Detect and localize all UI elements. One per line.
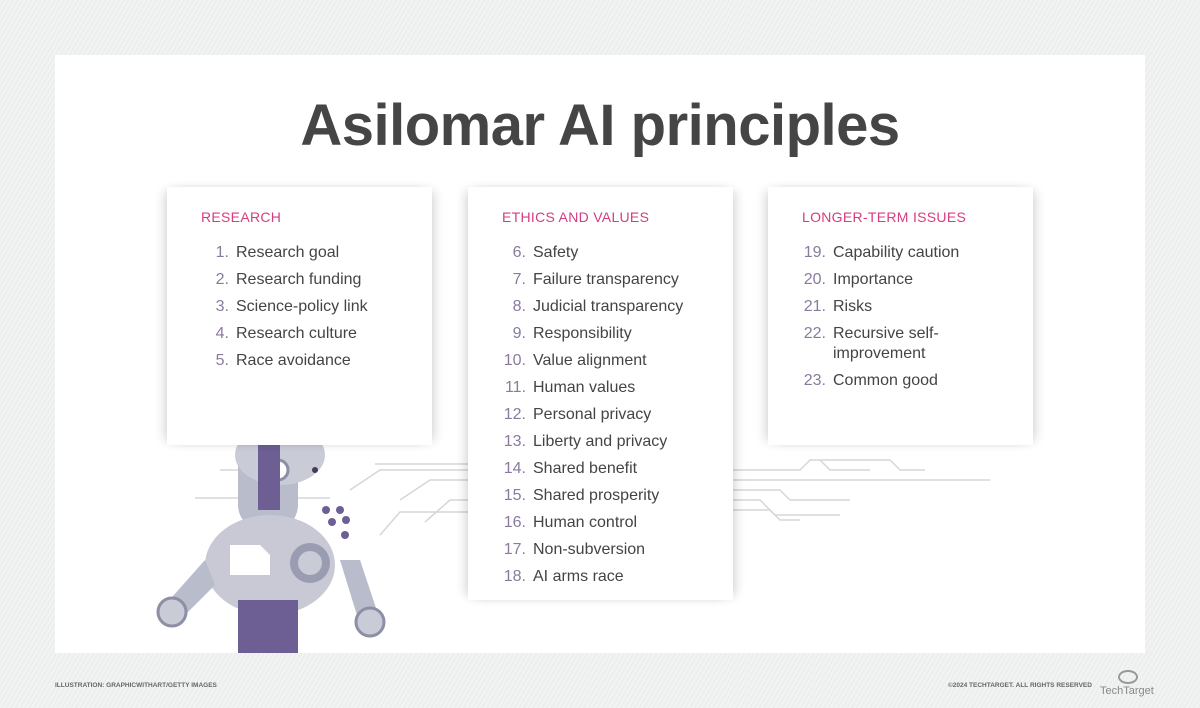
principle-text: Safety — [533, 243, 579, 261]
principle-number: 19. — [803, 244, 826, 261]
column-heading: RESEARCH — [201, 209, 282, 225]
robot — [156, 425, 386, 653]
principle-text: Risks — [833, 297, 873, 315]
principle-text: Capability caution — [833, 243, 960, 261]
techtarget-logo: TechTarget — [1100, 670, 1154, 697]
principle-number: 9. — [512, 325, 526, 342]
principle-item: 13. Liberty and privacy — [502, 428, 733, 455]
copyright: ©2024 TECHTARGET. ALL RIGHTS RESERVED — [948, 682, 1092, 689]
principle-item: 3. Science-policy link — [207, 293, 432, 320]
principle-number: 7. — [512, 271, 526, 288]
principle-number: 2. — [215, 271, 229, 288]
principle-item: 17. Non-subversion — [502, 536, 733, 563]
principle-text: Research culture — [236, 324, 357, 342]
principle-number: 20. — [803, 271, 826, 288]
principle-item: 16. Human control — [502, 509, 733, 536]
principle-list: 19. Capability caution 20. Importance 21. Ris… — [768, 239, 1033, 394]
principle-number: 21. — [803, 298, 826, 315]
principle-item: 22. Recursive self-improvement — [802, 320, 1033, 367]
principle-item: 1. Research goal — [207, 239, 432, 266]
principle-item: 23. Common good — [802, 367, 1033, 394]
page-title: Asilomar AI principles — [300, 93, 900, 158]
principle-number: 1. — [215, 244, 229, 261]
principle-number: 18. — [503, 568, 526, 585]
principle-text: Science-policy link — [236, 297, 368, 315]
principle-text: Personal privacy — [533, 405, 652, 423]
principle-text: Common good — [833, 371, 938, 389]
principle-number: 23. — [803, 372, 826, 389]
principle-text: Shared benefit — [533, 459, 638, 477]
circuit-lines-right — [732, 459, 990, 521]
principle-number: 14. — [503, 460, 526, 477]
principle-text: Research funding — [236, 270, 362, 288]
principle-number: 15. — [503, 487, 526, 504]
principle-text: Human values — [533, 378, 636, 396]
principle-item: 7. Failure transparency — [502, 266, 733, 293]
principle-text: Liberty and privacy — [533, 432, 668, 450]
principle-number: 8. — [512, 298, 526, 315]
principle-text: Responsibility — [533, 324, 632, 342]
principle-text: AI arms race — [533, 567, 624, 585]
principle-item: 9. Responsibility — [502, 320, 733, 347]
longer-term-card: LONGER-TERM ISSUES 19. Capability caution… — [768, 187, 1033, 445]
principle-item: 19. Capability caution — [802, 239, 1033, 266]
principle-text: Shared prosperity — [533, 486, 660, 504]
principle-item: 11. Human values — [502, 374, 733, 401]
principle-text: Research goal — [236, 243, 340, 261]
principle-item: 5. Race avoidance — [207, 347, 432, 374]
eye-icon — [1118, 670, 1138, 684]
principle-text: Non-subversion — [533, 540, 646, 558]
principle-item: 4. Research culture — [207, 320, 432, 347]
logo-text: TechTarget — [1100, 685, 1154, 697]
column-heading: LONGER-TERM ISSUES — [802, 209, 967, 225]
principle-number: 3. — [215, 298, 229, 315]
principle-number: 12. — [503, 406, 526, 423]
principle-number: 11. — [504, 379, 526, 396]
principle-text: Human control — [533, 513, 638, 531]
principle-item: 20. Importance — [802, 266, 1033, 293]
principle-text: Recursive self-improvement — [833, 324, 939, 362]
principle-text: Race avoidance — [236, 351, 351, 369]
principle-item: 15. Shared prosperity — [502, 482, 733, 509]
principle-item: 2. Research funding — [207, 266, 432, 293]
principle-number: 10. — [503, 352, 526, 369]
principle-number: 22. — [803, 325, 826, 342]
principle-number: 17. — [503, 541, 526, 558]
principle-item: 8. Judicial transparency — [502, 293, 733, 320]
principle-text: Judicial transparency — [533, 297, 684, 315]
principle-number: 5. — [215, 352, 229, 369]
research-card: RESEARCH 1. Research goal 2. Research fundi… — [167, 187, 432, 445]
principle-text: Importance — [833, 270, 914, 288]
principle-number: 13. — [503, 433, 526, 450]
column-heading: ETHICS AND VALUES — [502, 209, 650, 225]
principle-number: 4. — [215, 325, 229, 342]
principle-item: 14. Shared benefit — [502, 455, 733, 482]
principle-item: 18. AI arms race — [502, 563, 733, 590]
principle-text: Failure transparency — [533, 270, 679, 288]
principle-number: 6. — [512, 244, 526, 261]
ethics-card: ETHICS AND VALUES 6. Safety 7. Failure tran… — [468, 187, 733, 600]
principle-item: 21. Risks — [802, 293, 1033, 320]
principle-text: Value alignment — [533, 351, 647, 369]
principle-list: 6. Safety 7. Failure transparency 8. Judicial… — [468, 239, 733, 590]
principle-item: 6. Safety — [502, 239, 733, 266]
principle-list: 1. Research goal 2. Research funding 3. Scien… — [167, 239, 432, 374]
principle-item: 12. Personal privacy — [502, 401, 733, 428]
principle-item: 10. Value alignment — [502, 347, 733, 374]
principle-number: 16. — [503, 514, 526, 531]
illustration-credit: ILLUSTRATION: GRAPHICWITHART/GETTY IMAGE… — [55, 682, 217, 689]
